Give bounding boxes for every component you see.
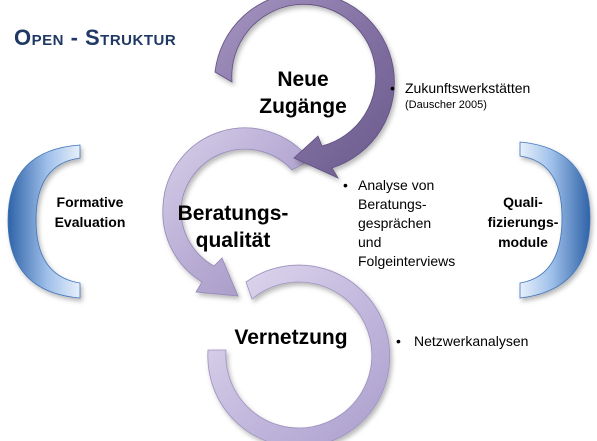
- label-beratungsqualitaet: Beratungs- qualität: [174, 200, 292, 254]
- bullet-dot: •: [343, 177, 348, 193]
- bullet-line: Beratungs-: [358, 196, 427, 212]
- label-line: fizierungs-: [487, 214, 559, 230]
- bullet-analyse: • Analyse von Beratungs- gesprächen und …: [343, 176, 483, 276]
- bullet-line: und: [358, 234, 382, 250]
- bullet-text: Netzwerkanalysen: [414, 333, 529, 349]
- bullet-note: (Dauscher 2005): [405, 99, 487, 111]
- label-line: Evaluation: [54, 214, 126, 230]
- label-line: qualität: [195, 229, 271, 252]
- label-line: Quali-: [503, 194, 543, 210]
- label-vernetzung: Vernetzung: [232, 324, 350, 351]
- label-line: Zugänge: [259, 95, 347, 118]
- label-line: Neue: [277, 68, 329, 91]
- bullet-zukunftswerkstaetten: • Zukunftswerkstätten (Dauscher 2005): [390, 79, 590, 119]
- label-neue-zugaenge: Neue Zugänge: [258, 66, 348, 120]
- label-line: Formative: [56, 194, 124, 210]
- cycle-arrow-bottom: [207, 264, 391, 441]
- bullet-line: gesprächen: [358, 215, 432, 231]
- bullet-line: Folgeinterviews: [358, 253, 456, 269]
- bullet-text: Zukunftswerkstätten: [405, 80, 531, 96]
- cycle-arrow-middle: [162, 127, 311, 297]
- bullet-netzwerkanalysen: • Netzwerkanalysen: [396, 332, 556, 352]
- bullet-text-block: Analyse von Beratungs- gesprächen und Fo…: [358, 176, 455, 271]
- page-title: Open - Struktur: [14, 25, 177, 50]
- bullet-text-block: Zukunftswerkstätten (Dauscher 2005): [405, 79, 530, 113]
- right-bracket-arc: [519, 141, 591, 299]
- label-line: module: [498, 234, 548, 250]
- label-line: Beratungs-: [177, 202, 289, 225]
- cycle-arrow-top: [214, 0, 395, 179]
- label-line: Vernetzung: [234, 326, 348, 349]
- left-bracket-arc: [7, 144, 81, 299]
- bullet-dot: •: [390, 80, 395, 96]
- bullet-line: Analyse von: [358, 177, 435, 193]
- label-qualifizierungsmodule: Quali- fizierungs- module: [478, 192, 568, 252]
- bullet-dot: •: [396, 333, 401, 349]
- label-formative-evaluation: Formative Evaluation: [44, 192, 136, 232]
